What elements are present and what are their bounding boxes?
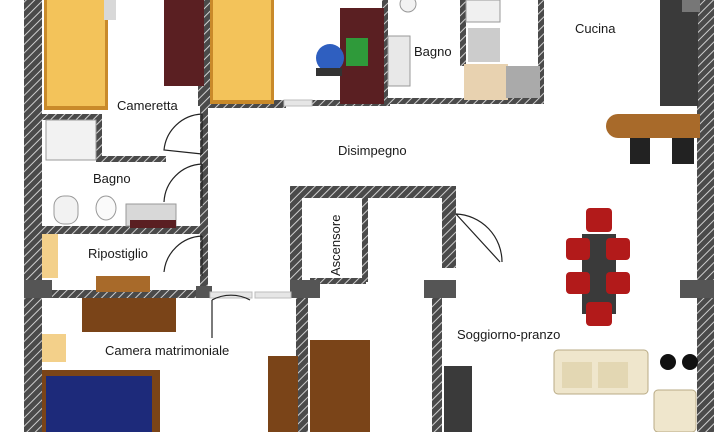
door-swing-camera [211,294,251,338]
label-bagno-left: Bagno [93,171,131,186]
side-lamp [682,354,698,370]
kitchen-fixtures [606,0,700,164]
soggiorno-furniture [444,208,698,432]
wall-lift-divider [362,196,368,282]
toilet-tank [468,28,500,62]
sofa-cushion [562,362,592,388]
shower-floor [464,64,508,100]
chair [606,272,630,294]
desk-area [316,8,384,104]
armchair [653,389,697,432]
tv-cabinet [444,366,472,432]
label-soggiorno: Soggiorno-pranzo [457,327,560,342]
chair [586,302,612,326]
wall-bagno-bottom [386,98,544,104]
stool [672,138,694,164]
wall-bagno-left-bottom [96,156,166,162]
dresser [82,298,176,332]
wall-outer-left [24,0,42,432]
label-disimpegno: Disimpegno [338,143,407,158]
chair [586,208,612,232]
label-ripostiglio: Ripostiglio [88,246,148,261]
wall-camera-right [296,296,308,432]
wall-lift-right [442,186,456,268]
cameretta-furniture [44,0,274,110]
entrance-furniture [310,340,370,432]
sofa-cushion [598,362,628,388]
ripostiglio-furniture [42,234,150,292]
nightstand [104,0,116,20]
pier [290,280,320,298]
book [346,38,368,66]
sink-cabinet [387,35,411,87]
bedside-table [42,334,66,362]
wall-lift-bottom [310,278,366,284]
box [96,276,150,292]
label-cameretta: Cameretta [117,98,178,113]
wall-kitchen-left [538,0,544,104]
pier [424,280,456,298]
wall-lift-top [290,186,456,198]
wall-bagno-left-top [40,114,100,120]
pier [24,280,52,298]
chair [566,238,590,260]
bagno-left-fixtures [45,119,177,228]
bed-mattress [213,0,271,100]
dining-chairs [566,208,630,326]
wall-outer-right [697,0,714,432]
pier [196,286,212,298]
double-bed-cover [46,376,152,432]
bagno-top-fixtures [387,0,540,100]
door-swing-ripostiglio [163,235,203,276]
stool [630,138,650,164]
door-swing-cameretta [163,113,203,155]
wall-bagno-left-right [96,114,102,160]
label-camera: Camera matrimoniale [105,343,229,358]
office-chair [316,44,344,72]
door-swing-lift [455,213,503,263]
breakfast-counter [606,114,700,138]
label-cucina: Cucina [575,21,616,36]
chair-base [316,68,342,76]
wall-piers [24,280,714,298]
label-ascensore: Ascensore [328,215,343,276]
door-swing-bagno [163,163,203,206]
sink [95,195,117,221]
label-bagno-top: Bagno [414,44,452,59]
shelf [42,234,58,278]
window [283,99,313,107]
room-labels: Cameretta Bagno Cucina Disimpegno Bagno … [88,21,616,358]
wardrobe [268,356,298,432]
kitchen-tall [682,0,700,12]
wall-lift-left [290,186,302,298]
pier [680,280,714,298]
wall-bagno-ripost [40,226,206,234]
bed-mattress [47,0,105,106]
vanity-top [130,220,176,228]
shower-grey [506,66,540,98]
chair [606,238,630,260]
toilet [465,0,501,23]
chair [566,272,590,294]
doors [163,113,503,338]
wall-bagno-top-left [382,0,388,100]
wall-disimpegno-left [200,106,208,296]
wardrobe [164,0,204,86]
wall-bagno-right [460,0,466,66]
bathtub [45,119,97,161]
kitchen-cabinets [660,0,698,106]
sink [399,0,417,13]
wall-ripost-bottom [52,290,208,298]
camera-furniture [42,298,298,432]
cabinet [310,340,370,432]
toilet [53,195,79,225]
window [254,291,292,299]
wall-soggiorno-left [432,296,442,432]
side-lamp [660,354,676,370]
